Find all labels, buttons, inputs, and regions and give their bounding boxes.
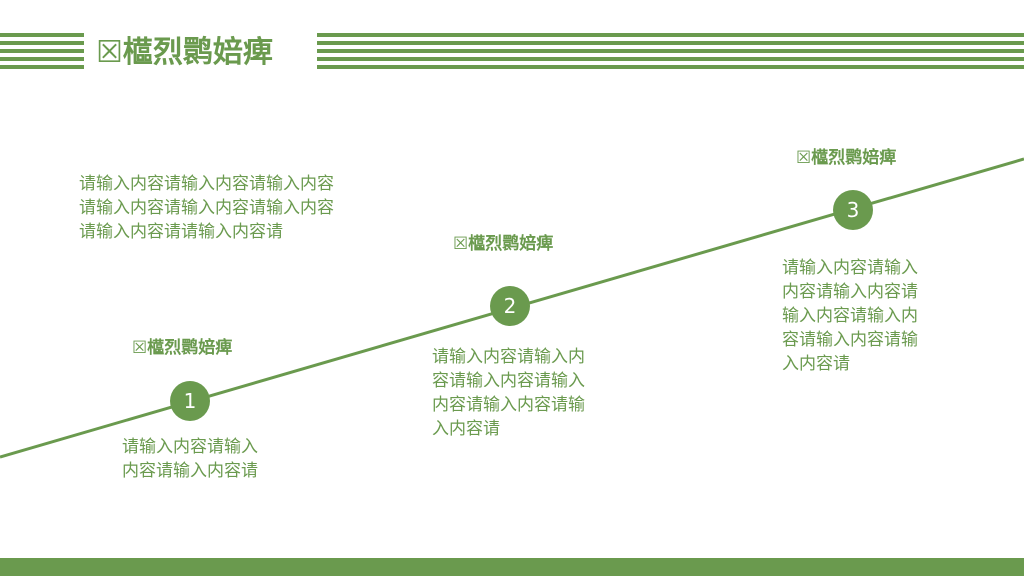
step-1-text: 请输入内容请输入内容请输入内容请: [122, 437, 258, 481]
header-stripes-left: [0, 33, 84, 69]
step-3-title: ☒櫙烈鹮婄痺: [796, 148, 897, 168]
page-title: ☒櫙烈鹮婄痺: [96, 35, 273, 70]
step-2-text: 请输入内容请输入内容请输入内容请输入内容请输入内容请输入内容请: [432, 347, 585, 439]
step-2-number: 2: [490, 286, 530, 326]
step-2-title: ☒櫙烈鹮婄痺: [453, 234, 554, 254]
intro-text: 请输入内容请输入内容请输入内容请输入内容请输入内容请输入内容请输入内容请请输入内…: [79, 174, 334, 242]
step-1-title: ☒櫙烈鹮婄痺: [132, 338, 233, 358]
step-3-number: 3: [833, 190, 873, 230]
step-3-text: 请输入内容请输入内容请输入内容请输入内容请输入内容请输入内容请输入内容请: [782, 258, 918, 374]
header-stripes-right: [317, 33, 1024, 69]
footer-bar: [0, 558, 1024, 576]
step-1-number: 1: [170, 381, 210, 421]
